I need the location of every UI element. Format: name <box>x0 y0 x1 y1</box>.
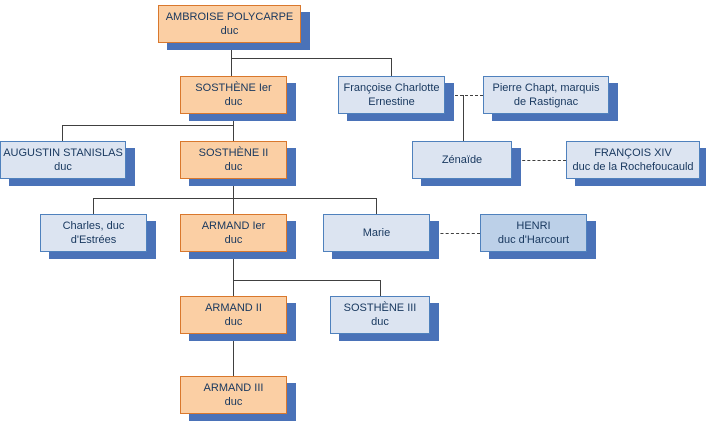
node-subtitle: duc <box>371 316 389 328</box>
connector-line <box>93 198 377 199</box>
node-title: ARMAND III <box>203 382 264 394</box>
connector-line <box>463 95 464 141</box>
connector-line <box>231 58 392 59</box>
node-sosthene-1: SOSTHÈNE Ier duc <box>180 76 287 114</box>
node-augustin-stanislas: AUGUSTIN STANISLAS duc <box>0 141 126 179</box>
node-title: Pierre Chapt, marquis <box>492 82 600 94</box>
node-title: HENRI <box>516 220 551 232</box>
node-subtitle: duc <box>224 316 243 328</box>
node-title: AMBROISE POLYCARPE <box>165 11 294 23</box>
marriage-dashed-line <box>445 95 483 96</box>
marriage-dashed-line <box>512 160 566 161</box>
node-subtitle: duc <box>224 161 243 173</box>
node-armand-2: ARMAND II duc <box>180 296 287 334</box>
connector-line <box>93 198 94 214</box>
connector-line <box>233 252 234 296</box>
marriage-dashed-line <box>430 233 480 234</box>
node-charles-estrees: Charles, duc d'Estrées <box>40 214 147 252</box>
node-title: Marie <box>362 227 391 239</box>
node-marie: Marie <box>323 214 430 252</box>
node-subtitle: de Rastignac <box>513 96 579 108</box>
node-title: SOSTHÈNE III <box>343 302 417 314</box>
node-armand-3: ARMAND III duc <box>180 376 287 414</box>
connector-line <box>233 334 234 376</box>
connector-line <box>62 125 234 126</box>
node-henri-harcourt: HENRI duc d'Harcourt <box>480 214 587 252</box>
node-title: ARMAND II <box>205 302 262 314</box>
node-subtitle: duc d'Harcourt <box>497 234 570 246</box>
connector-line <box>231 43 232 76</box>
connector-line <box>380 280 381 296</box>
node-subtitle: duc <box>220 25 239 37</box>
node-title: AUGUSTIN STANISLAS <box>3 147 123 159</box>
node-subtitle: duc <box>224 234 243 246</box>
node-francois-xiv: FRANÇOIS XIV duc de la Rochefoucauld <box>566 141 700 179</box>
node-zenaide: Zénaïde <box>412 141 512 179</box>
connector-line <box>233 179 234 214</box>
node-title: Charles, duc <box>62 220 125 232</box>
node-pierre-chapt: Pierre Chapt, marquis de Rastignac <box>483 76 609 114</box>
connector-line <box>233 280 381 281</box>
connector-line <box>391 58 392 76</box>
node-title: Zénaïde <box>441 154 483 166</box>
connector-line <box>62 125 63 141</box>
node-subtitle: duc <box>224 96 243 108</box>
node-title: ARMAND Ier <box>201 220 266 232</box>
connector-line <box>376 198 377 214</box>
node-title: FRANÇOIS XIV <box>594 147 672 159</box>
node-armand-1: ARMAND Ier duc <box>180 214 287 252</box>
node-subtitle: duc de la Rochefoucauld <box>572 161 694 173</box>
node-subtitle: d'Estrées <box>70 234 117 246</box>
node-title: SOSTHÈNE II <box>198 147 269 159</box>
node-title: Françoise Charlotte <box>343 82 440 94</box>
node-sosthene-2: SOSTHÈNE II duc <box>180 141 287 179</box>
node-francoise-charlotte: Françoise Charlotte Ernestine <box>338 76 445 114</box>
node-title: SOSTHÈNE Ier <box>195 82 272 94</box>
node-subtitle: Ernestine <box>368 96 415 108</box>
node-subtitle: duc <box>54 161 72 173</box>
node-ambroise-polycarpe: AMBROISE POLYCARPE duc <box>158 5 301 43</box>
connector-line <box>233 114 234 141</box>
node-subtitle: duc <box>224 396 243 408</box>
node-sosthene-3: SOSTHÈNE III duc <box>330 296 430 334</box>
